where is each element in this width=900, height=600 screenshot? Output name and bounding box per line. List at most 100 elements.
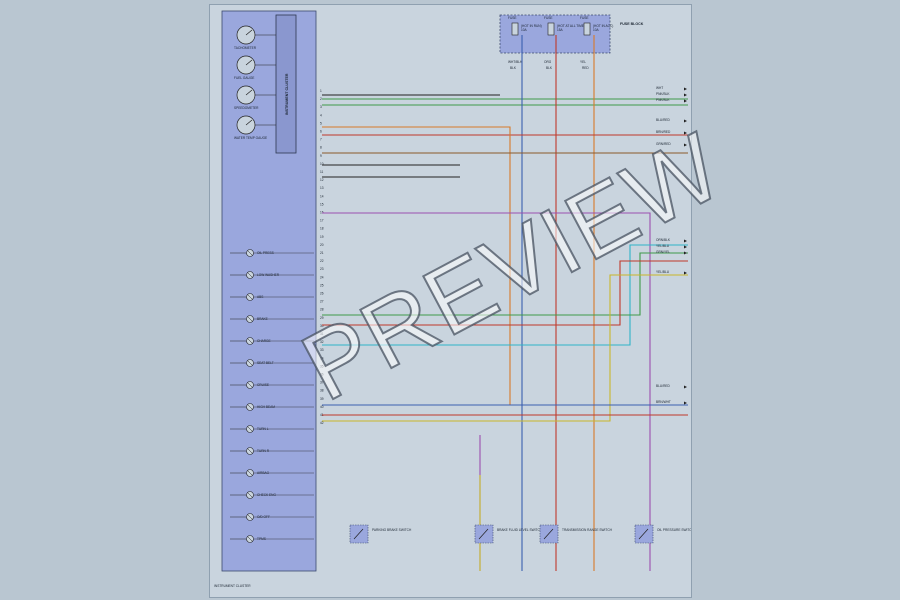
connector-pin-number: 28 [320,308,324,312]
connector-pin-number: 32 [320,340,324,344]
fuse-icon [511,22,519,36]
wire-line [322,252,688,316]
switch-icon [539,524,559,544]
switch-label: TRANSMISSION RANGE SWITCH [562,528,613,532]
terminal-arrow-icon [684,385,687,389]
indicator-label: HIGH BEAM [257,405,275,409]
indicator-label: BRAKE [257,317,268,321]
indicator-label: LOW WASHER [257,273,280,277]
connector-pin-number: 40 [320,405,324,409]
lamp-cross [247,426,253,432]
switch-contact [638,528,649,540]
terminal-arrow-icon [684,401,687,405]
right-terminal-label: ORN/BLK [656,238,671,242]
wire-line [322,274,688,422]
lamp-cross [247,404,253,410]
indicator-label: ABS [257,295,263,299]
gauge-label: TACHOMETER [234,46,257,50]
connector-pin-number: 27 [320,300,324,304]
connector-pin-number: 4 [320,113,322,117]
terminal-arrow-icon [684,245,687,249]
gauge-label: SPEEDOMETER [234,106,259,110]
lamp-cross [247,316,253,322]
fuse-box-label: FUSE BLOCK [620,22,644,26]
lamp-cross [247,448,253,454]
connector-pin-number: 2 [320,97,322,101]
terminal-arrow-icon [684,99,687,103]
cluster-module-label: INSTRUMENT CLUSTER [285,73,289,115]
indicator-label: TURN R [257,449,270,453]
connector-pin-number: 39 [320,397,324,401]
wire-line [322,212,651,571]
switch-label: BRAKE FLUID LEVEL SWITCH [497,528,543,532]
connector-pin-number: 29 [320,316,324,320]
connector-pin-number: 26 [320,292,324,296]
connector-pin-number: 7 [320,138,322,142]
right-terminal-label: BLU/RED [656,384,671,388]
switch-contact [478,528,489,540]
indicator-label: CHARGE [257,339,271,343]
lamp-cross [247,536,253,542]
right-terminal-label: BLU/RED [656,118,671,122]
connector-pin-number: 12 [320,178,324,182]
connector-pin-number: 38 [320,389,324,393]
connector-pin-number: 42 [320,421,324,425]
connector-pin-number: 1 [320,89,322,93]
terminal-arrow-icon [684,271,687,275]
connector-pin-number: 36 [320,373,324,377]
fuse-wire-color: WHT/BLK [508,60,523,64]
fuse-rating: 10A [521,28,528,32]
right-terminal-label: WHT [656,86,663,90]
lamp-cross [247,382,253,388]
fuse-wire-code: BLK [510,66,517,70]
connector-pin-number: 16 [320,211,324,215]
connector-pin-number: 33 [320,348,324,352]
right-terminal-label: YEL/BLU [656,244,670,248]
lamp-cross [247,338,253,344]
right-terminal-label: BRN/RED [656,130,671,134]
connector-pin-number: 25 [320,283,324,287]
switch-icon [634,524,654,544]
cluster-module [275,14,297,154]
connector-pin-number: 31 [320,332,324,336]
lamp-cross [247,272,253,278]
connector-pin-number: 8 [320,146,322,150]
fuse-title: FUSE [508,16,517,20]
connector-pin-number: 22 [320,259,324,263]
wire-line [322,126,511,405]
fuse-wire-code: BLK [546,66,553,70]
right-terminal-group: WHTPNK/BLKPNK/BLKBLU/REDBRN/REDGRN/REDOR… [656,86,687,405]
fuse-rating: (HOT IN RUN) [521,24,542,28]
switch-icon [474,524,494,544]
lamp-cross [247,492,253,498]
right-terminal-label: BRN/WHT [656,400,671,404]
lamp-cross [247,250,253,256]
switch-label: PARKING BRAKE SWITCH [372,528,412,532]
switch-contact [543,528,554,540]
connector-pin-number: 9 [320,154,322,158]
connector-pin-number: 17 [320,219,324,223]
gauge-label: WATER TEMP GAUGE [234,136,267,140]
fuse-rating: 15A [557,28,564,32]
wire-group [322,35,688,571]
connector-pin-number: 24 [320,275,324,279]
terminal-arrow-icon [684,239,687,243]
fuse-wire-code: RED [582,66,589,70]
connector-pin-number: 41 [320,413,324,417]
instrument-cluster-block [221,10,317,572]
connector-pin-number: 13 [320,186,324,190]
fuse-wire-color: ORG [544,60,552,64]
lamp-cross [247,514,253,520]
gauge-needle [245,89,253,96]
connector-pin-number: 23 [320,267,324,271]
fuse-icon [547,22,555,36]
right-terminal-label: GRN/RED [656,142,671,146]
fuse-title: FUSE [544,16,553,20]
lamp-cross [247,470,253,476]
fuse-box [499,14,611,54]
indicator-label: AIRBAG [257,471,270,475]
